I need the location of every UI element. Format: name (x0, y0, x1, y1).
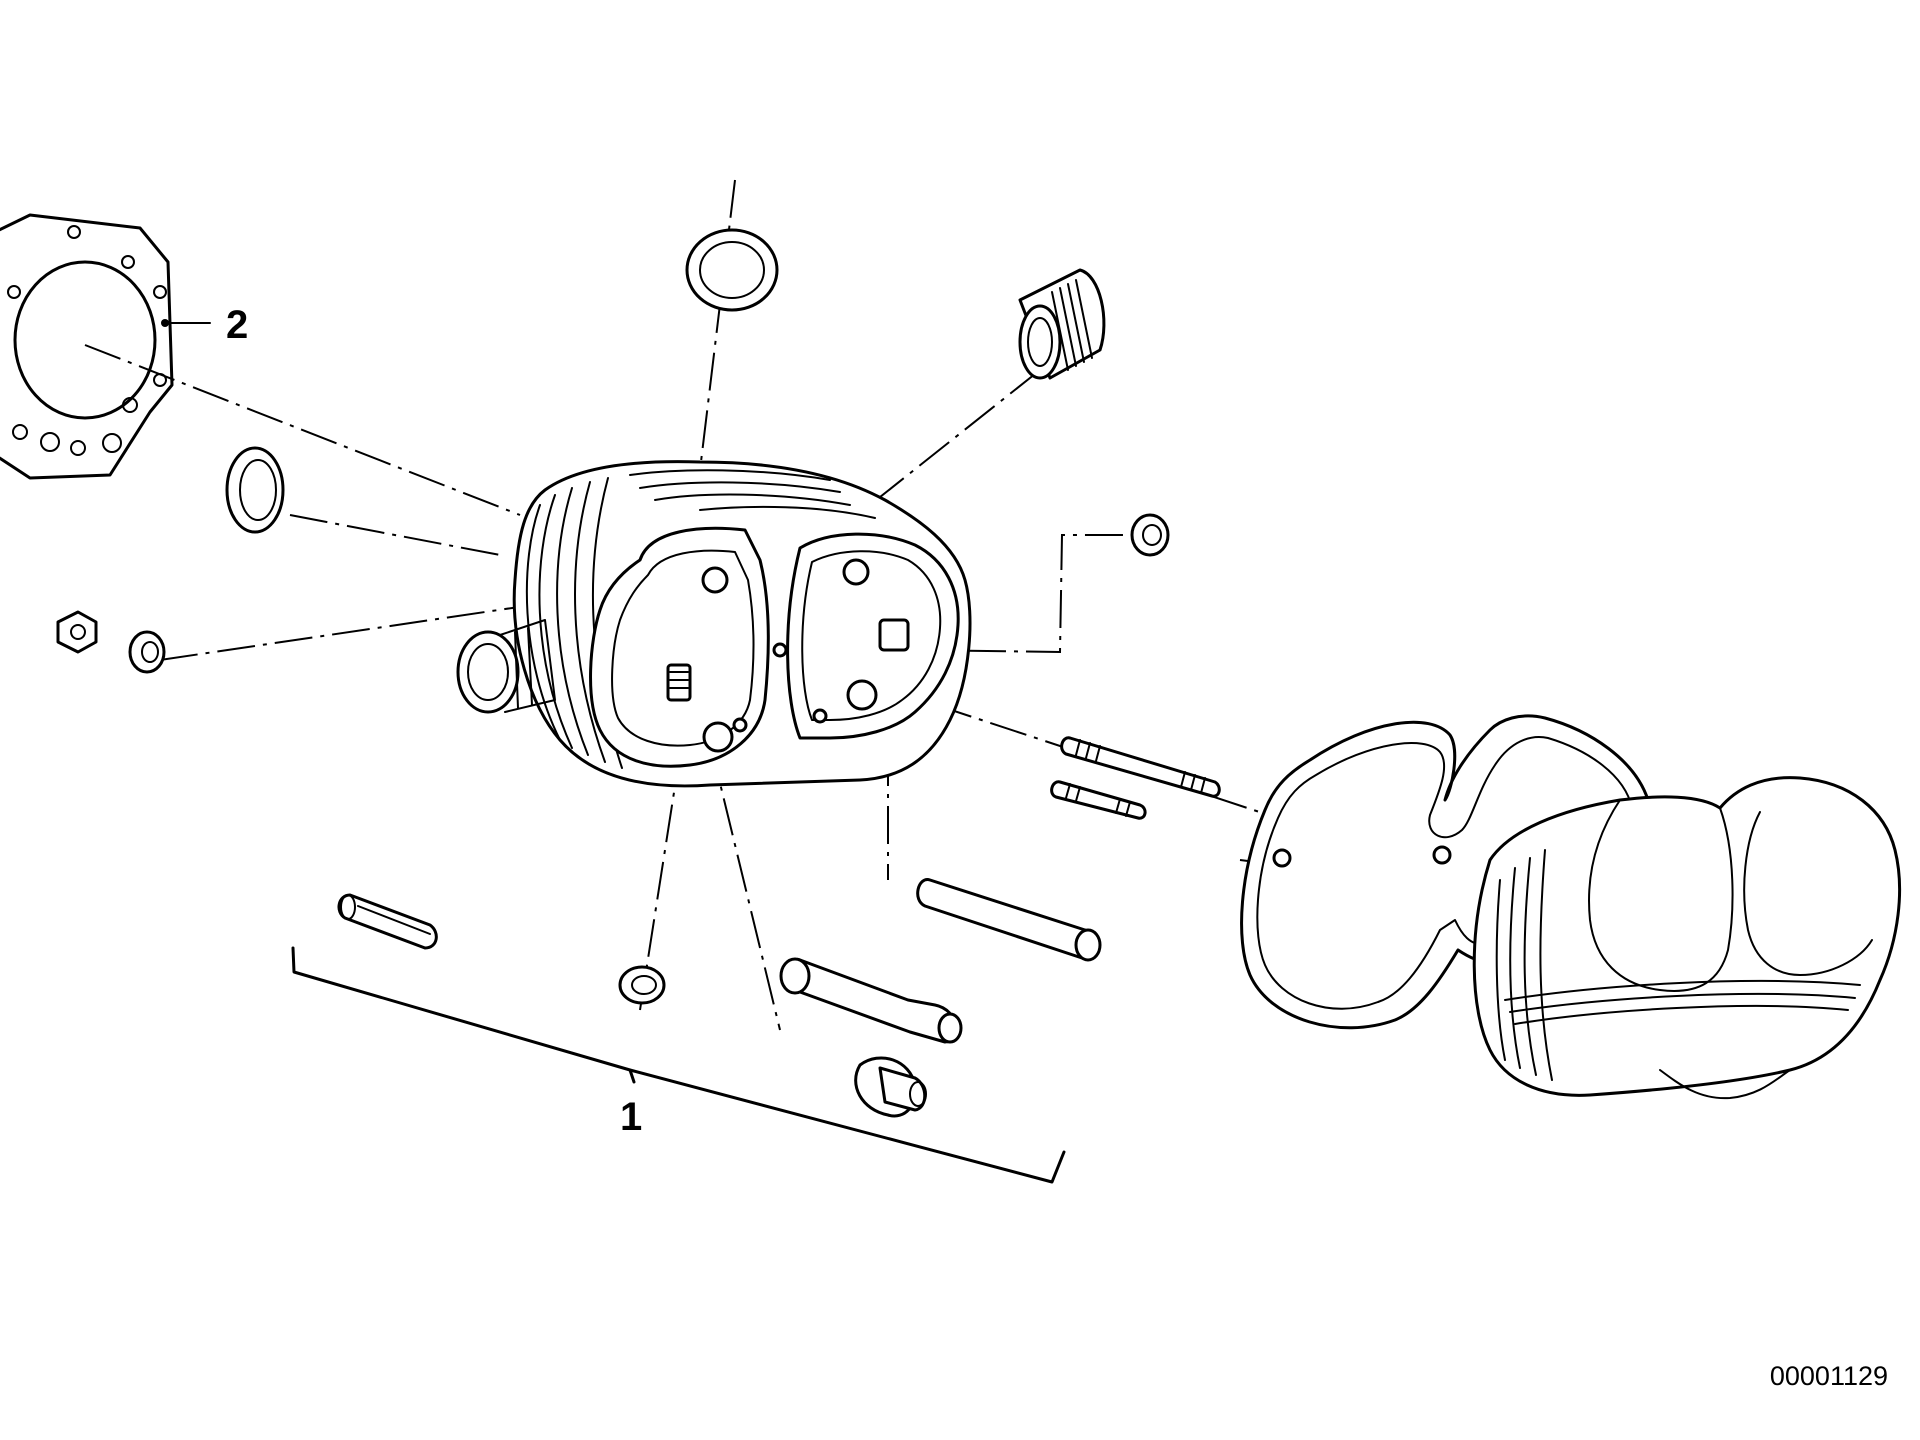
valve-seat-ring-top (685, 228, 779, 312)
cylinder-head (456, 460, 972, 788)
lock-washer-right (1130, 513, 1170, 557)
lock-washer-bottom (618, 965, 666, 1005)
short-stud (1050, 780, 1147, 820)
callout-2-label: 2 (226, 303, 248, 347)
valve-seat-ring-left (225, 446, 285, 534)
valve-guide (779, 957, 963, 1044)
pushrod-tube (916, 878, 1102, 962)
valve-cover (1472, 776, 1902, 1100)
drawing-reference-number: 00001129 (1770, 1361, 1888, 1391)
cylinder-head-gasket (0, 213, 174, 480)
washer-left (128, 630, 166, 674)
long-stud (1060, 736, 1221, 798)
callout-1-label: 1 (620, 1095, 642, 1139)
hex-nut (56, 610, 98, 654)
callout-1-bracket: 1 (291, 946, 1066, 1184)
callout-2-leader: 2 (161, 303, 248, 347)
valve-guide-bushing (854, 1056, 927, 1118)
threaded-sleeve (1018, 268, 1106, 380)
roll-pin (337, 893, 438, 950)
